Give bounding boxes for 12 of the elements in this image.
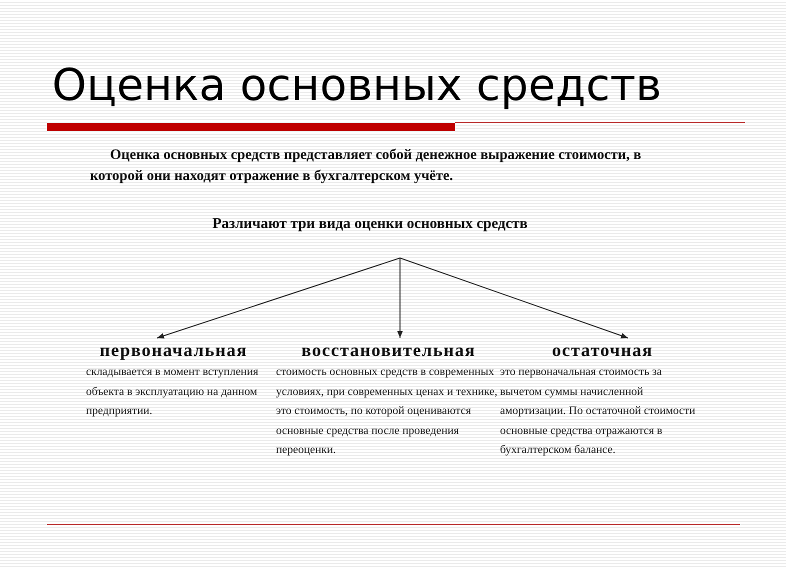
- description-text: стоимость основных средств в современных условиях, при современных ценах и технике, это стоимость, по которой оцениваются основные средства после проведения переоценки.: [276, 365, 498, 458]
- category-heading: первоначальная: [98, 340, 248, 361]
- intro-paragraph: Оценка основных средств представляет собой денежное выражение стоимости, в которой они находят отражение в бухгалтерском учёте.: [90, 146, 642, 186]
- arrow: [400, 258, 628, 338]
- category-heading: остаточная: [551, 340, 654, 361]
- description-text: складывается в момент вступления объекта в эксплуатацию на данном предприятии.: [86, 365, 260, 419]
- description-text: это первоначальная стоимость за вычетом суммы начисленной амортизации. По остаточной стоимости основные средства отражаются в бухгалтерском балансе.: [500, 365, 696, 458]
- heading-text: Различают три вида оценки основных средств: [211, 216, 529, 233]
- slide-title: Оценка основных средств: [52, 60, 662, 111]
- arrow: [156, 258, 400, 338]
- category-heading: восстановительная: [300, 340, 477, 361]
- arrow: [397, 258, 403, 338]
